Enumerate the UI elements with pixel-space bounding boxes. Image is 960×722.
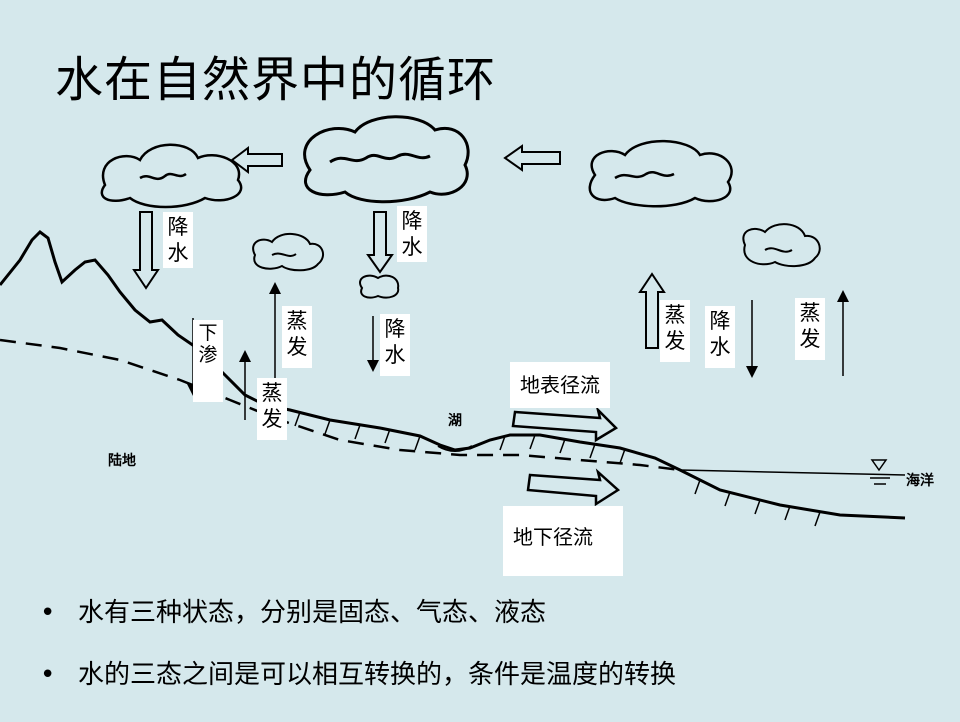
page-title: 水在自然界中的循环 [55, 52, 497, 108]
bullet-marker: • [40, 660, 56, 690]
label-precip-center-top: 降水 [397, 206, 427, 262]
water-level-icon [870, 459, 890, 485]
label-infiltration: 下渗 [193, 320, 223, 402]
cloud-small-right-icon [742, 223, 821, 268]
bullet-marker: • [40, 598, 56, 628]
label-lake: 湖 [448, 413, 462, 429]
label-ocean: 海洋 [906, 473, 934, 489]
label-evap-lower: 蒸发 [282, 306, 312, 368]
water-cycle-diagram: 降水 降水 下渗 蒸发 蒸发 降水 蒸发 降水 蒸发 地表径流 地下径流 陆地 … [0, 110, 960, 590]
move-arrow-left-icon [230, 146, 283, 174]
precip-arrow-center-icon [366, 211, 394, 274]
cloud-tiny-center-icon [359, 274, 400, 299]
land-surface [0, 230, 906, 520]
diagram-drawing [0, 115, 906, 527]
label-evap-slope: 蒸发 [257, 378, 287, 440]
evap-arrow-right-icon [638, 272, 666, 349]
lake-water [437, 445, 473, 452]
label-evap-right-b: 蒸发 [795, 298, 825, 360]
cloud-left-icon [100, 143, 243, 209]
cloud-center-icon [303, 115, 470, 204]
bullet-item: • 水有三种状态，分别是固态、气态、液态 [40, 598, 676, 628]
label-precip-right: 降水 [705, 306, 735, 368]
precip-arrow-left-icon [132, 211, 160, 290]
move-arrow-center-icon [503, 144, 561, 172]
cloud-right-icon [588, 139, 733, 208]
label-surface-runoff: 地表径流 [510, 362, 610, 408]
bullet-list: • 水有三种状态，分别是固态、气态、液态 • 水的三态之间是可以相互转换的，条件… [40, 598, 676, 722]
sea-level-line [679, 469, 906, 476]
bullet-item: • 水的三态之间是可以相互转换的，条件是温度的转换 [40, 660, 676, 690]
bullet-text: 水有三种状态，分别是固态、气态、液态 [78, 598, 547, 628]
label-precip-left: 降水 [163, 212, 193, 268]
ground-runoff-arrow-icon [526, 468, 621, 507]
cloud-small-left-icon [252, 233, 325, 272]
surface-runoff-arrow-icon [511, 405, 619, 443]
bullet-text: 水的三态之间是可以相互转换的，条件是温度的转换 [78, 660, 677, 690]
label-precip-center-low: 降水 [380, 314, 410, 376]
ground-hatching [294, 411, 821, 527]
label-evap-right-a: 蒸发 [660, 300, 690, 362]
label-land: 陆地 [108, 453, 136, 469]
label-ground-runoff: 地下径流 [503, 506, 623, 576]
